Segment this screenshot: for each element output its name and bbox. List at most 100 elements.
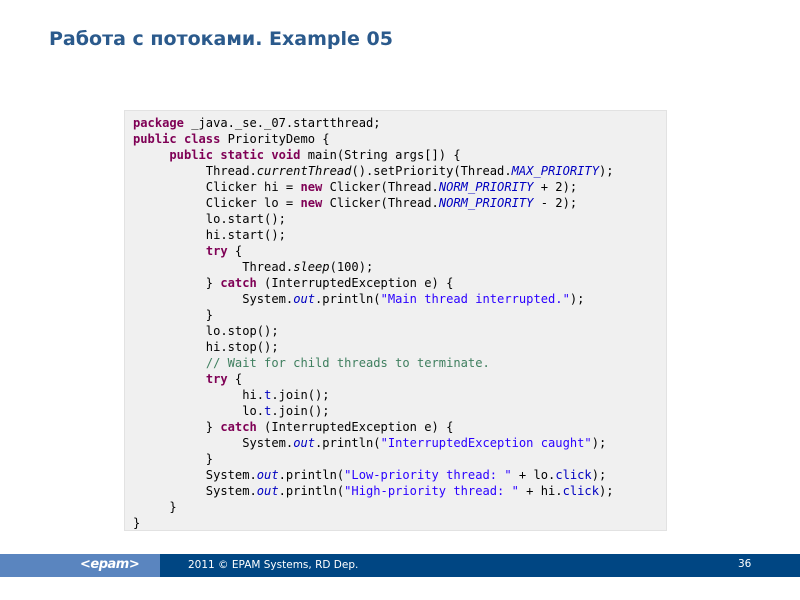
epam-logo: <epam>: [80, 557, 140, 572]
code-line: hi.start();: [133, 227, 614, 243]
code-token-plain: {: [227, 372, 243, 386]
code-line: public class PriorityDemo {: [133, 131, 614, 147]
code-token-plain: );: [599, 164, 614, 178]
code-token-kw: try: [205, 244, 228, 258]
code-token-member: t: [264, 388, 272, 402]
code-token-kw: static: [220, 148, 265, 162]
code-line: System.out.println("InterruptedException…: [133, 435, 614, 451]
footer-copyright: 2011 © EPAM Systems, RD Dep.: [188, 559, 359, 571]
code-line: try {: [133, 371, 614, 387]
code-token-plain: lo.stop();: [133, 324, 279, 338]
code-line: }: [133, 499, 614, 515]
code-token-plain: }: [133, 452, 214, 466]
code-token-plain: .join();: [271, 404, 330, 418]
code-token-plain: (100);: [329, 260, 374, 274]
slide-title: Работа с потоками. Example 05: [49, 28, 393, 50]
code-line: package _java._se._07.startthread;: [133, 115, 614, 131]
code-token-kw: try: [205, 372, 228, 386]
code-token-plain: }: [133, 516, 141, 530]
code-token-plain: + 2);: [533, 180, 578, 194]
page-number: 36: [738, 558, 752, 570]
code-token-plain: PriorityDemo {: [220, 132, 330, 146]
code-line: public static void main(String args[]) {: [133, 147, 614, 163]
code-token-str: "Low-priority thread: ": [344, 468, 512, 482]
code-line: System.out.println("Low-priority thread:…: [133, 467, 614, 483]
code-token-kw: package: [133, 116, 184, 130]
code-token-field: NORM_PRIORITY: [438, 196, 534, 210]
code-token-field: MAX_PRIORITY: [511, 164, 599, 178]
code-line: }: [133, 451, 614, 467]
code-line: lo.t.join();: [133, 403, 614, 419]
code-token-plain: .println(: [278, 484, 345, 498]
code-token-plain: }: [133, 420, 221, 434]
code-token-field: out: [293, 292, 316, 306]
code-token-plain: _java._se._07.startthread;: [183, 116, 381, 130]
code-token-plain: (InterruptedException e) {: [256, 420, 454, 434]
code-token-kw: new: [300, 180, 323, 194]
code-token-plain: [133, 148, 169, 162]
code-token-plain: }: [133, 276, 221, 290]
code-token-plain: );: [569, 292, 585, 306]
code-token-plain: {: [227, 244, 243, 258]
code-line: System.out.println("Main thread interrup…: [133, 291, 614, 307]
code-token-plain: hi.start();: [133, 228, 286, 242]
code-token-ital: sleep: [293, 260, 330, 274]
code-token-plain: );: [591, 436, 607, 450]
code-token-field: out: [256, 468, 279, 482]
code-token-plain: Thread.: [133, 164, 257, 178]
code-token-plain: System.: [133, 484, 257, 498]
code-token-field: NORM_PRIORITY: [438, 180, 534, 194]
code-line: Thread.currentThread().setPriority(Threa…: [133, 163, 614, 179]
code-listing: package _java._se._07.startthread;public…: [133, 115, 614, 531]
code-token-kw: catch: [220, 420, 257, 434]
code-token-kw: class: [183, 132, 221, 146]
code-token-plain: );: [599, 484, 614, 498]
code-token-plain: System.: [133, 436, 294, 450]
code-token-member: click: [555, 468, 592, 482]
code-line: Thread.sleep(100);: [133, 259, 614, 275]
code-line: }: [133, 307, 614, 323]
code-token-plain: - 2);: [533, 196, 578, 210]
code-token-plain: .println(: [278, 468, 345, 482]
code-token-kw: public: [133, 132, 177, 146]
code-line: hi.stop();: [133, 339, 614, 355]
code-token-plain: Clicker(Thread.: [322, 180, 439, 194]
code-line: Clicker hi = new Clicker(Thread.NORM_PRI…: [133, 179, 614, 195]
code-token-plain: + lo.: [511, 468, 556, 482]
code-line: } catch (InterruptedException e) {: [133, 275, 614, 291]
code-token-plain: + hi.: [518, 484, 563, 498]
code-block: package _java._se._07.startthread;public…: [124, 110, 667, 531]
code-token-plain: Clicker lo =: [133, 196, 301, 210]
code-token-plain: .println(: [315, 292, 381, 306]
code-token-field: out: [256, 484, 279, 498]
code-token-comment: // Wait for child threads to terminate.: [205, 356, 490, 370]
code-token-str: "InterruptedException caught": [380, 436, 592, 450]
code-line: lo.start();: [133, 211, 614, 227]
code-token-plain: lo.start();: [133, 212, 286, 226]
code-token-plain: Thread.: [133, 260, 294, 274]
code-token-plain: [133, 372, 206, 386]
code-token-field: out: [293, 436, 316, 450]
code-token-kw: void: [271, 148, 301, 162]
code-line: // Wait for child threads to terminate.: [133, 355, 614, 371]
code-token-plain: Clicker hi =: [133, 180, 301, 194]
code-token-member: t: [264, 404, 272, 418]
code-token-plain: ().setPriority(Thread.: [351, 164, 512, 178]
code-token-plain: }: [133, 500, 177, 514]
code-token-kw: catch: [220, 276, 257, 290]
code-token-kw: new: [300, 196, 323, 210]
code-token-ital: currentThread: [256, 164, 352, 178]
code-token-plain: System.: [133, 468, 257, 482]
code-line: hi.t.join();: [133, 387, 614, 403]
code-line: System.out.println("High-priority thread…: [133, 483, 614, 499]
code-token-plain: [177, 132, 184, 146]
footer-bar: <epam> 2011 © EPAM Systems, RD Dep. 36: [0, 554, 800, 577]
code-line: lo.stop();: [133, 323, 614, 339]
code-token-plain: [133, 244, 206, 258]
code-token-str: "High-priority thread: ": [344, 484, 519, 498]
code-token-member: click: [562, 484, 599, 498]
code-token-plain: Clicker(Thread.: [322, 196, 439, 210]
code-token-plain: hi.stop();: [133, 340, 279, 354]
code-token-plain: main(String args[]) {: [300, 148, 461, 162]
